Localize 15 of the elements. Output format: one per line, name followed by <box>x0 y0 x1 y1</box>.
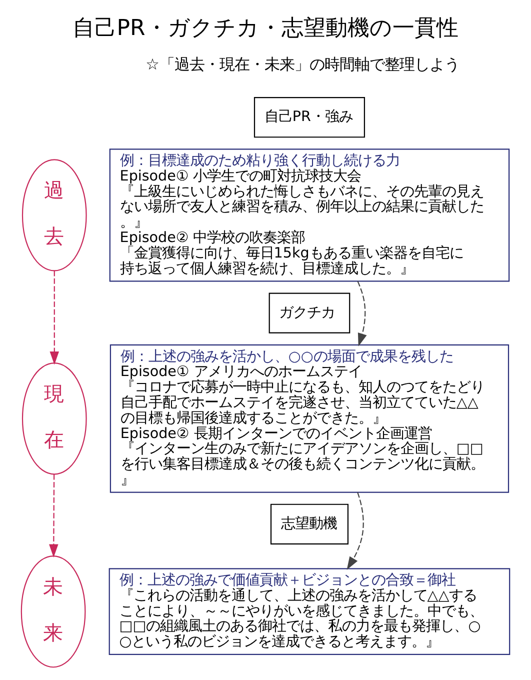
node-box: ガクチカ <box>268 292 350 334</box>
label: ☆「過去・現在・未来」の時間軸で整理しよう <box>146 56 460 74</box>
node-box: 自己PR・強み <box>254 97 365 138</box>
node-box: 例：上述の強みで価値貢献＋ビジョンとの合致＝御社 『これらの活動を通して、上述の強みを活かして△△することにより、～～にやりがいを感じてきました。中でも、□□の組織風土のある御社では、私の力を最も発揮し、○○という私のビジョンを達成できると考えます。』 <box>108 568 510 656</box>
node-ellipse: 未来 <box>20 556 86 668</box>
node-ellipse: 過去 <box>22 159 87 272</box>
node-ellipse: 現在 <box>22 362 87 475</box>
node-box: 例：目標達成のため粘り強く行動し続ける力 Episode① 小学生での町対抗球技大会 『上級生にいじめられた悔しさもバネに、その先輩の見えない場所で友人と練習を積み、例年以上の結果に貢献した。』 Episode② 中学校の吹奏楽部 「金賞獲得に向け、毎日15kgもある重い楽器を自宅に持ち返って個人練習を続け、目標達成した。』 <box>109 148 510 282</box>
node-box: 志望動機 <box>270 504 349 545</box>
arrow <box>346 492 364 570</box>
diagram-title: 自己PR・ガクチカ・志望動機の一貫性 <box>72 16 458 41</box>
arrow <box>50 270 60 365</box>
arrow <box>357 281 367 346</box>
node-box: 例：上述の強みを活かし、○○の場面で成果を残した Episode① アメリカへのホームステイ 『コロナで応募が一時中止になるも、知人のつてをたどり自己手配でホームステイを完遂させ、当初立てていた△△の目標も帰国後達成することができた。』 Episode② 長期インターンでのイベント企画運営 『インターン生のみで新たにアイデアソンを企画し、□□を行い集客目標達成＆その後も続くコンテンツ化に貢献。』 <box>110 344 510 493</box>
arrow <box>49 474 58 558</box>
